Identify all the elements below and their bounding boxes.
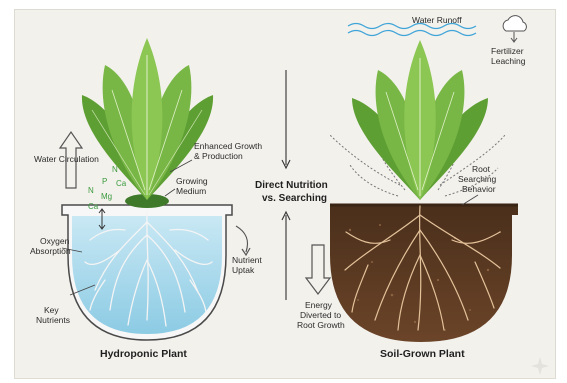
- center-comparison: Direct Nutrition vs. Searching Energy Di…: [255, 70, 345, 330]
- water-runoff-label: Water Runoff: [412, 15, 462, 25]
- nutrient-ca-2: Ca: [88, 202, 99, 211]
- nutrient-n-1: N: [112, 165, 118, 174]
- cloud-icon: [503, 16, 526, 31]
- soil-title: Soil-Grown Plant: [380, 348, 465, 360]
- fertilizer-label-2: Leaching: [491, 56, 526, 66]
- enhanced-growth-label-1: Enhanced Growth: [194, 141, 262, 151]
- soil-bowl: [330, 205, 518, 342]
- nutrient-n-2: N: [88, 186, 94, 195]
- energy-label-2: Diverted to: [300, 310, 341, 320]
- nutrient-ca-1: Ca: [116, 179, 127, 188]
- nutrient-p: P: [102, 177, 107, 186]
- nutrient-uptake-arrow: [236, 226, 248, 252]
- growing-medium-label-1: Growing: [176, 176, 208, 186]
- hydroponic-plant: Water Circulation Enhanced Growth & Prod…: [30, 38, 262, 360]
- nutrient-uptake-label-2: Uptak: [232, 265, 255, 275]
- energy-arrow: [306, 245, 330, 294]
- fertilizer-label-1: Fertilizer: [491, 46, 524, 56]
- key-nutrients-label-2: Nutrients: [36, 315, 70, 325]
- nutrient-uptake-label-1: Nutrient: [232, 255, 262, 265]
- growing-medium-pointer: [165, 189, 175, 196]
- energy-label-3: Root Growth: [297, 320, 345, 330]
- water-runoff-wave-2: [348, 31, 476, 36]
- center-label-1: Direct Nutrition: [255, 180, 328, 191]
- key-nutrients-label-1: Key: [44, 305, 59, 315]
- nutrient-mg: Mg: [101, 192, 112, 201]
- oxygen-label-1: Oxygen: [40, 236, 70, 246]
- growing-medium-label-2: Medium: [176, 186, 206, 196]
- root-searching-label-3: Behavior: [462, 184, 496, 194]
- root-searching-label-2: Searching: [458, 174, 497, 184]
- water-circulation-label: Water Circulation: [34, 154, 99, 164]
- center-label-2: vs. Searching: [262, 193, 327, 204]
- leaching-arrow: [511, 32, 517, 42]
- hydroponic-title: Hydroponic Plant: [100, 348, 187, 360]
- oxygen-label-2: Absorption: [30, 246, 71, 256]
- sparkle-icon: [531, 357, 549, 375]
- energy-label-1: Energy: [305, 300, 333, 310]
- root-searching-label-1: Root: [472, 164, 491, 174]
- enhanced-growth-label-2: & Production: [194, 151, 243, 161]
- soil-plant: Water Runoff Fertilizer Leaching: [330, 15, 526, 360]
